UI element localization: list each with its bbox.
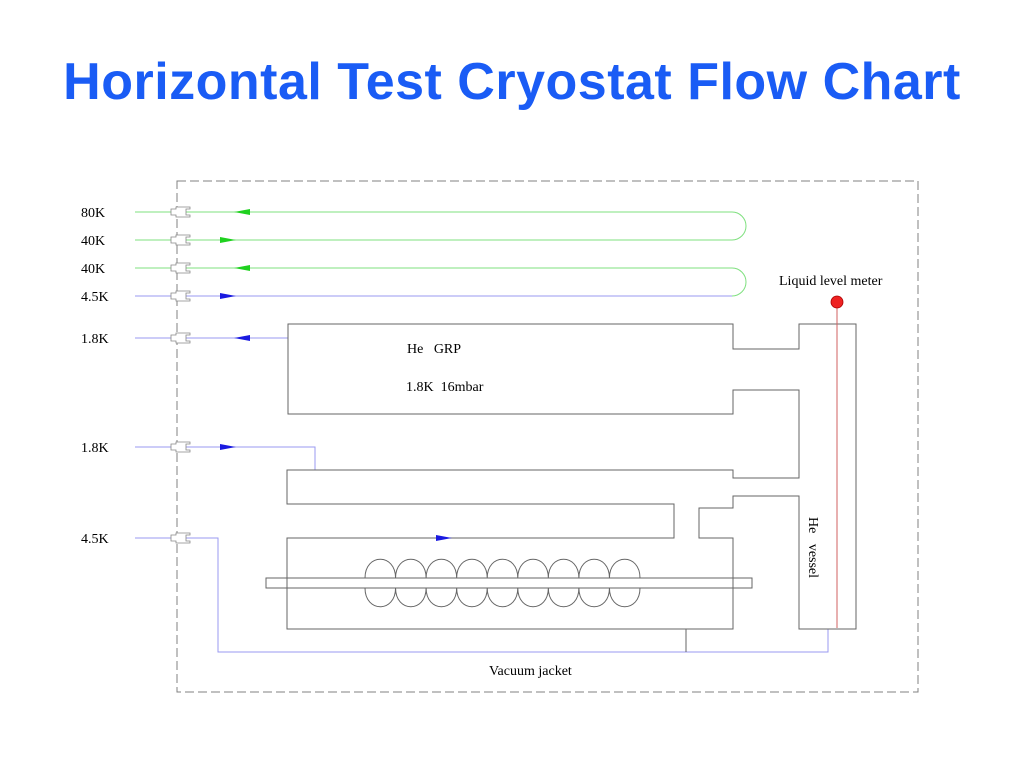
- connector-fitting-icon: [170, 206, 191, 218]
- inlet-label: 40K: [81, 234, 105, 249]
- inlet-label: 1.8K: [81, 441, 109, 456]
- flow-arrow-icon: [436, 535, 452, 541]
- cavity-upper-profile: [345, 558, 660, 579]
- inlet-label: 40K: [81, 262, 105, 277]
- cavity-lower-profile: [345, 587, 660, 608]
- connector-fitting-icon: [170, 234, 191, 246]
- page-title: Horizontal Test Cryostat Flow Chart: [63, 53, 961, 111]
- vessel-outlines: [265, 323, 857, 652]
- flow-arrows: [220, 209, 452, 541]
- green-loops: [135, 211, 747, 297]
- line-4k5-bottom: [135, 537, 829, 653]
- flow-arrow-icon: [220, 444, 236, 450]
- connector-fittings: [170, 206, 191, 544]
- grp-condition-label: 1.8K 16mbar: [406, 380, 484, 395]
- inlet-label: 4.5K: [81, 532, 109, 547]
- he-grp-box: [286, 323, 857, 630]
- blue-lines: [135, 295, 829, 653]
- cavity: [345, 558, 660, 608]
- connector-fitting-icon: [170, 290, 191, 302]
- liquid-level-meter-label: Liquid level meter: [779, 274, 883, 289]
- inlet-label: 4.5K: [81, 290, 109, 305]
- loop-80k-40k: [135, 211, 747, 241]
- vacuum-jacket-label: Vacuum jacket: [489, 664, 572, 679]
- he-vessel-label: He vessel: [805, 517, 820, 578]
- connector-fitting-icon: [170, 441, 191, 453]
- inlet-label: 1.8K: [81, 332, 109, 347]
- he-grp-label: He GRP: [407, 342, 461, 357]
- loop-40k-4k: [135, 267, 747, 297]
- line-1k8-mid: [135, 446, 316, 470]
- connector-fitting-icon: [170, 332, 191, 344]
- flow-arrow-icon: [234, 265, 250, 271]
- inlet-label: 80K: [81, 206, 105, 221]
- flow-arrow-icon: [220, 293, 236, 299]
- vacuum-jacket-frame: [176, 180, 919, 693]
- flow-arrow-icon: [234, 209, 250, 215]
- flow-arrow-icon: [220, 237, 236, 243]
- inlet-labels: 80K 40K 40K 4.5K 1.8K 1.8K 4.5K: [81, 206, 109, 547]
- flow-arrow-icon: [234, 335, 250, 341]
- connector-fitting-icon: [170, 262, 191, 274]
- connector-fitting-icon: [170, 532, 191, 544]
- meter-indicator-icon: [830, 295, 844, 309]
- beam-pipe: [265, 577, 753, 589]
